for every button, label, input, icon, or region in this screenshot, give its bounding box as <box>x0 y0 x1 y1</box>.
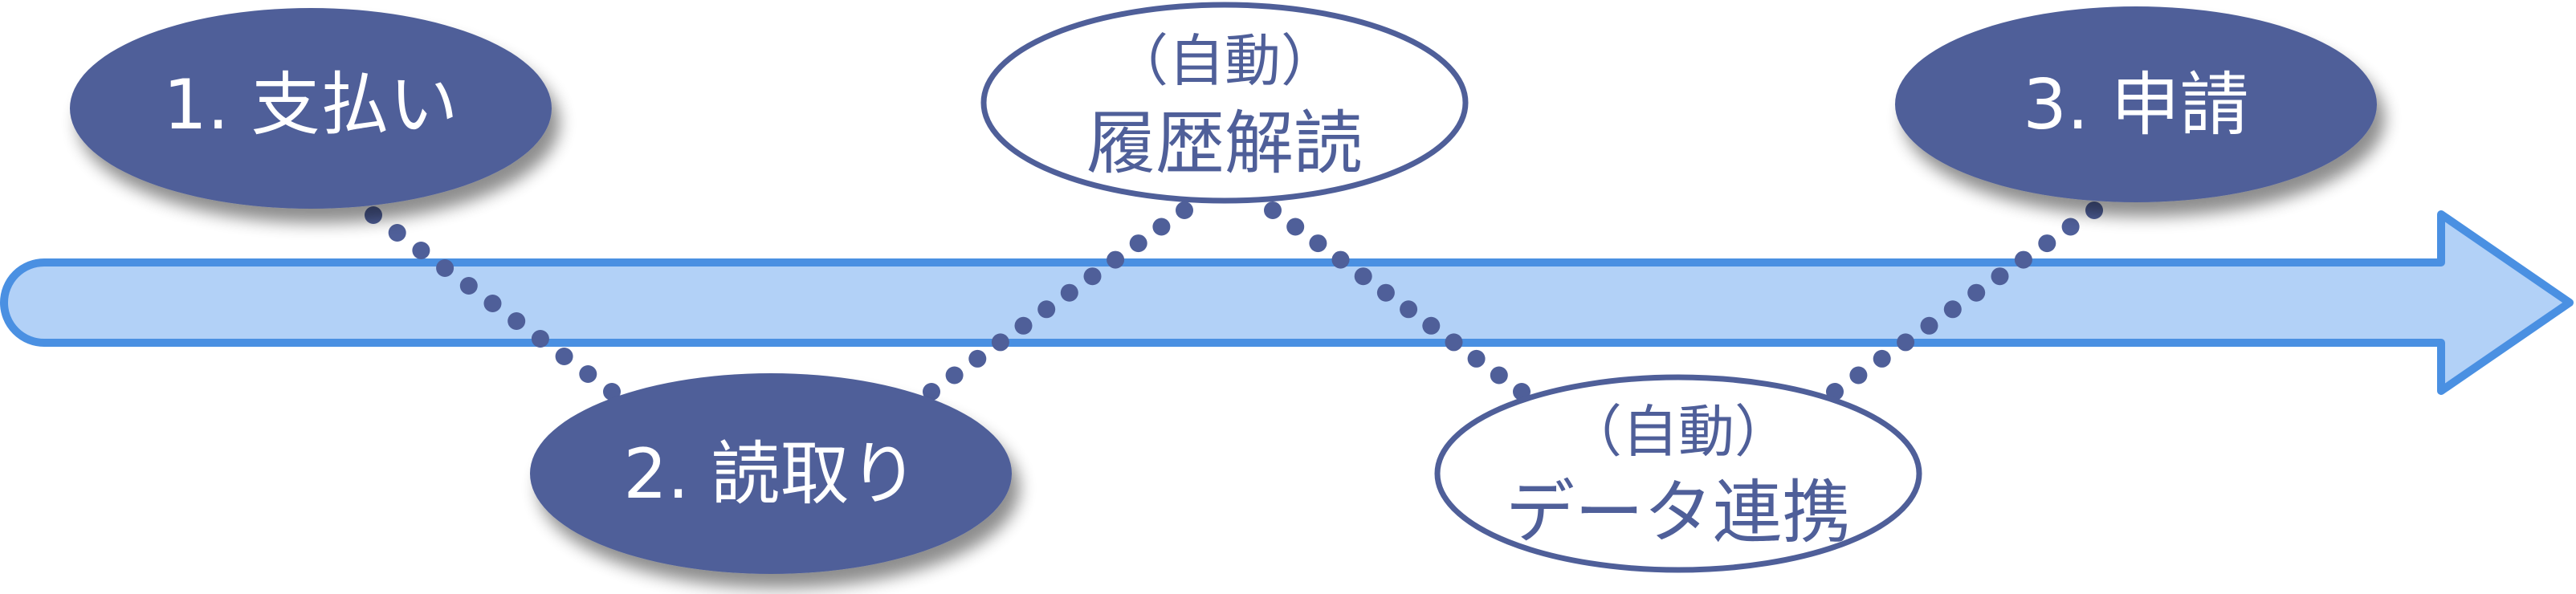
connector-dot <box>1331 250 1350 269</box>
step-payment-node: 1. 支払い <box>70 8 552 209</box>
step-payment-ellipse <box>70 8 552 209</box>
connector-dot <box>2014 250 2032 269</box>
connector-dot <box>1014 316 1033 335</box>
connector-dot <box>459 277 478 295</box>
step-reading-label: 2. 読取り <box>623 434 918 515</box>
step-history-decode-ellipse <box>980 2 1469 204</box>
connector-dot <box>991 333 1009 352</box>
step-data-link-sublabel: （自動） <box>1566 399 1791 465</box>
connector-dot <box>1490 366 1508 384</box>
step-history-decode-sublabel: （自動） <box>1112 28 1337 94</box>
connector-dot <box>1037 300 1056 319</box>
connector-dot <box>2038 234 2056 253</box>
connector-dot <box>2061 218 2080 236</box>
connector-dot <box>1445 333 1463 352</box>
step-apply-ellipse <box>1895 6 2377 202</box>
step-payment-label: 1. 支払い <box>163 65 458 145</box>
connector-dot <box>555 348 573 365</box>
step-data-link-label: データ連携 <box>1506 473 1851 553</box>
connector-dot <box>945 366 964 384</box>
timeline-arrow <box>0 210 2574 395</box>
connector-dot <box>1400 300 1418 319</box>
connector-dot <box>1967 283 1986 302</box>
connector-dot <box>1467 349 1486 368</box>
connector-dot <box>1107 250 1125 269</box>
connector-dot <box>1873 349 1891 368</box>
step-history-decode-label: 履歴解読 <box>1086 104 1363 184</box>
connector-dot <box>1286 218 1305 236</box>
connector-dot <box>2085 201 2103 219</box>
connector-dot <box>1060 283 1078 302</box>
connector-dot <box>1897 333 1915 352</box>
step-history-decode-node: （自動） 履歴解読 <box>980 2 1469 204</box>
connector-dot <box>1264 201 1282 219</box>
step-reading-node: 2. 読取り <box>530 373 1012 574</box>
connector-dot <box>1129 234 1147 253</box>
connector-dot <box>1309 234 1327 253</box>
connector-dot <box>1376 283 1395 302</box>
step-reading-ellipse <box>530 373 1012 574</box>
connector-dot <box>1422 316 1441 335</box>
connector-dot <box>365 206 382 224</box>
step-data-link-ellipse <box>1434 374 1922 573</box>
connector-dot <box>1354 267 1372 286</box>
connector-dot <box>507 312 526 330</box>
connector-dot <box>436 259 454 277</box>
connector-dot <box>388 224 406 242</box>
connector-dot <box>579 365 597 383</box>
connector-dot <box>923 383 940 401</box>
connector-dot <box>1152 218 1171 236</box>
connector-dot <box>968 349 987 368</box>
connector-dot <box>603 383 621 401</box>
dotted-connectors <box>365 201 2103 401</box>
connector-dot <box>483 295 502 312</box>
connector-dot <box>1991 267 2009 286</box>
connector-dot <box>1920 316 1938 335</box>
step-apply-label: 3. 申請 <box>2023 65 2248 145</box>
connector-dot <box>412 242 430 259</box>
connector-dot <box>1083 267 1102 286</box>
connector-dot <box>1943 300 1962 319</box>
connector-dot <box>1176 201 1193 219</box>
step-apply-node: 3. 申請 <box>1895 6 2377 202</box>
connector-dot <box>1849 366 1868 384</box>
step-data-link-node: （自動） データ連携 <box>1434 374 1922 573</box>
connector-dot <box>531 330 549 348</box>
